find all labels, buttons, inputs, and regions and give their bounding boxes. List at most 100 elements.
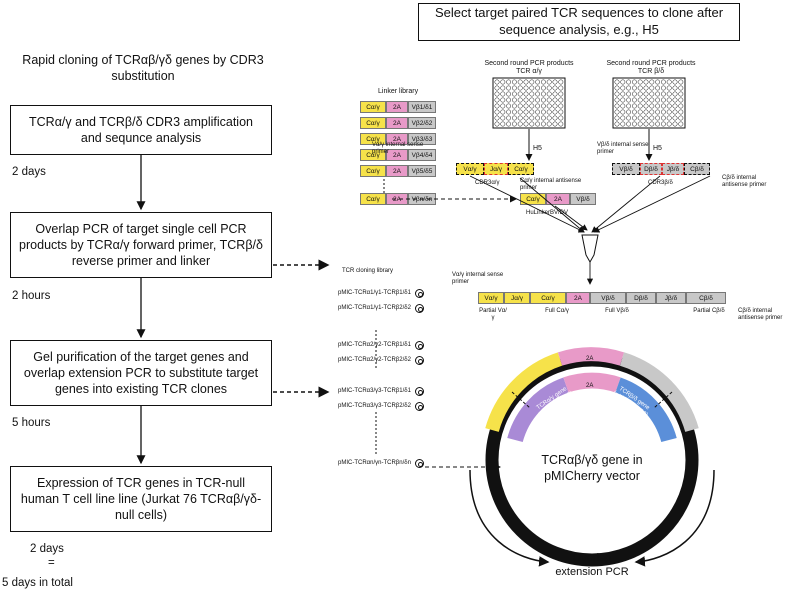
plate-well <box>620 91 626 97</box>
plate-well <box>523 91 529 97</box>
plate-well <box>655 97 661 103</box>
plate-well <box>643 85 649 91</box>
plate-well <box>500 97 506 103</box>
total-equals: = <box>48 557 55 569</box>
plate-well <box>655 85 661 91</box>
alpha-j-seg: Jα/γ <box>484 163 508 175</box>
plate-well <box>523 109 529 115</box>
plate-well <box>529 79 535 85</box>
linker-2a-seg: 2A <box>546 193 570 205</box>
plate-well <box>666 115 672 121</box>
plate-well <box>546 121 552 127</box>
plate-well <box>535 103 541 109</box>
plate-well <box>506 115 512 121</box>
ca-antisense-label: Cα/γ internal antisense primer <box>520 178 582 191</box>
plate-well <box>614 79 620 85</box>
plate-well <box>523 79 529 85</box>
plate-well <box>678 115 684 121</box>
plate-well <box>672 109 678 115</box>
step-3-time: 5 hours <box>12 417 51 429</box>
plasmid-icon <box>415 304 424 313</box>
total-days: 5 days in total <box>2 577 73 589</box>
plate-well <box>672 121 678 127</box>
plate-well <box>511 115 517 121</box>
beta-j-seg: Jβ/δ <box>662 163 684 175</box>
plate-well <box>540 121 546 127</box>
vector-label: TCRαβ/γδ gene in pMICherry vector <box>541 453 643 484</box>
plate-well <box>540 85 546 91</box>
plasmid-icon <box>415 356 424 365</box>
plate-well <box>660 79 666 85</box>
right-plate-well: H5 <box>653 145 662 152</box>
plate-well <box>552 115 558 121</box>
plate-well <box>643 97 649 103</box>
linker-row-v: Vβ3/δ3 <box>408 133 436 145</box>
plate-well <box>517 79 523 85</box>
construct-seg: Cβ/δ <box>686 292 726 304</box>
plate-well <box>649 121 655 127</box>
plate-well <box>494 109 500 115</box>
plate-well <box>552 79 558 85</box>
plate-well <box>614 97 620 103</box>
plate-well <box>535 115 541 121</box>
plate-well <box>506 85 512 91</box>
plate-well <box>529 103 535 109</box>
plate-well <box>517 103 523 109</box>
plate-well <box>552 103 558 109</box>
plate-well <box>620 97 626 103</box>
left-plate-well: H5 <box>533 145 542 152</box>
plate-well <box>614 115 620 121</box>
linker-row-v: Vβ1/δ1 <box>408 101 436 113</box>
plate-well <box>672 79 678 85</box>
construct-antisense-label: Cβ/δ internal antisense primer <box>738 308 783 321</box>
linker-row-v: Vβ5/δ5 <box>408 165 436 177</box>
plate-well <box>666 121 672 127</box>
plate-well <box>678 103 684 109</box>
plate-well <box>540 115 546 121</box>
construct-caption-2: Full Cα/γ <box>545 308 569 314</box>
cdr3b-label: CDR3β/δ <box>648 180 673 186</box>
linker-row-c: Cα/γ <box>360 117 386 129</box>
plate-well <box>620 103 626 109</box>
plate-well <box>558 91 564 97</box>
linker-v-seg: Vβ/δ <box>570 193 596 205</box>
plate-well <box>506 121 512 127</box>
plate-well <box>517 109 523 115</box>
cb-antisense-label: Cβ/δ internal antisense primer <box>722 175 767 188</box>
plate-well <box>535 109 541 115</box>
construct-seg: Vα/γ <box>478 292 504 304</box>
plate-well <box>626 103 632 109</box>
linker-row-2a: 2A <box>386 133 408 145</box>
plate-well <box>672 115 678 121</box>
plate-well <box>678 91 684 97</box>
plate-well <box>558 115 564 121</box>
plate-well <box>517 91 523 97</box>
plate-well <box>529 91 535 97</box>
plate-well <box>546 103 552 109</box>
construct-seg: Jα/γ <box>504 292 530 304</box>
plate-well <box>643 79 649 85</box>
step-1-time: 2 days <box>12 166 46 178</box>
plate-well <box>620 115 626 121</box>
select-target-title: Select target paired TCR sequences to cl… <box>418 3 740 41</box>
plate-well <box>540 103 546 109</box>
plate-well <box>535 121 541 127</box>
linker-row-c: Cα/γ <box>360 133 386 145</box>
linker-row-c: Cα/γ <box>360 165 386 177</box>
plate-well <box>666 109 672 115</box>
right-plate-title: Second round PCR products TCR β/δ <box>606 60 696 76</box>
construct-primer-label: Vα/γ internal sense primer <box>452 272 504 285</box>
plate-well <box>517 121 523 127</box>
plate-well <box>649 91 655 97</box>
plate-well <box>660 109 666 115</box>
step-4-box: Expression of TCR genes in TCR-null huma… <box>10 466 272 532</box>
plate-well <box>494 97 500 103</box>
plate-well <box>494 91 500 97</box>
cloning-library-item: pMIC-TCRα1/γ1-TCRβ1/δ1 <box>338 290 411 296</box>
plate-well <box>637 79 643 85</box>
plate-well <box>546 85 552 91</box>
alpha-v-seg: Vα/γ <box>456 163 484 175</box>
plate-well <box>535 85 541 91</box>
cloning-library-item: pMIC-TCRα3/γ3-TCRβ2/δ2 <box>338 403 411 409</box>
plate-well <box>626 115 632 121</box>
